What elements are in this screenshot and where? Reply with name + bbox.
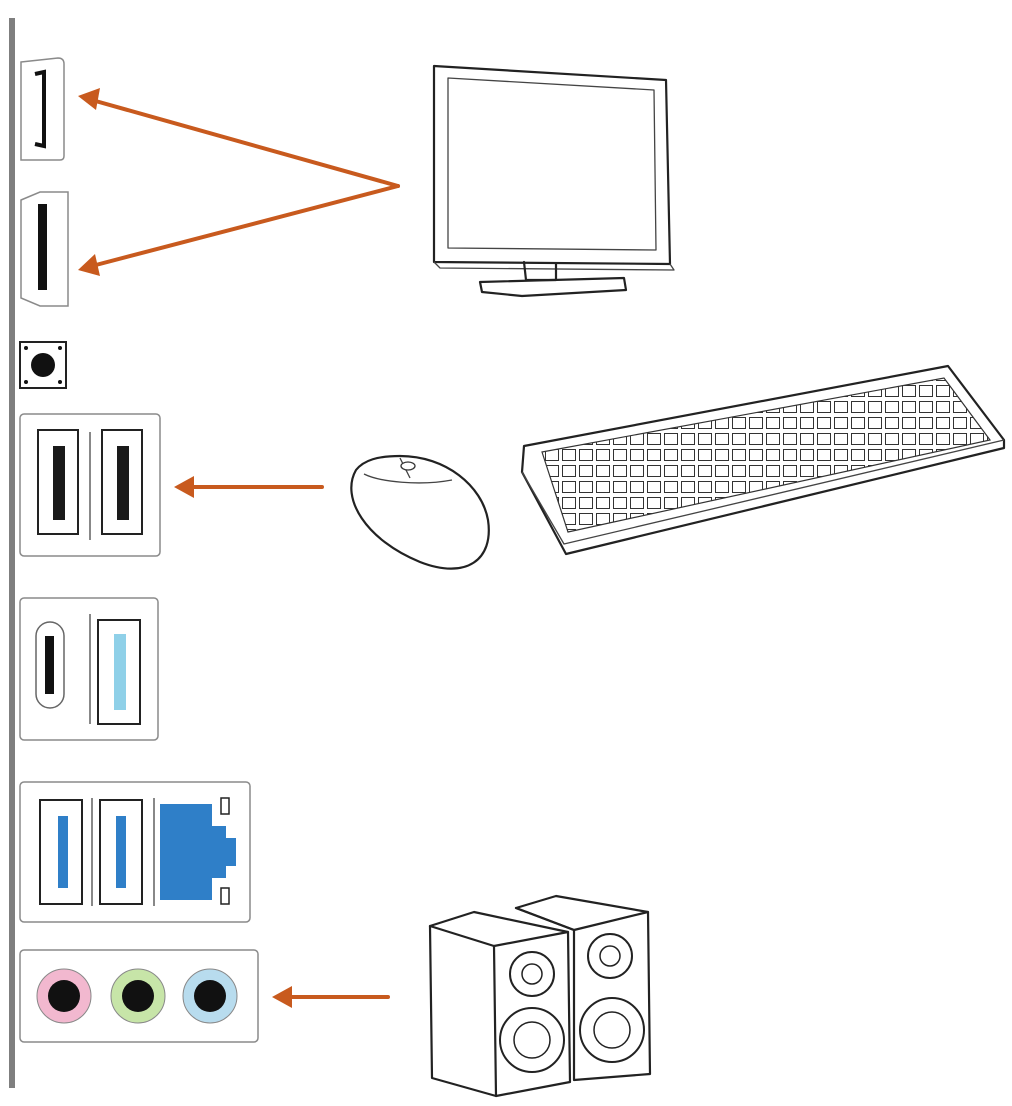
hdmi-port	[20, 57, 65, 161]
monitor-icon	[432, 64, 675, 298]
usb-a-icon	[37, 429, 79, 535]
audio-jacks	[19, 949, 259, 1043]
speaker-icon	[428, 894, 652, 1098]
displayport-icon	[38, 204, 47, 290]
mouse-icon	[350, 454, 490, 570]
hdmi-icon	[34, 69, 46, 149]
ethernet-icon	[160, 804, 236, 900]
displayport-port	[20, 191, 69, 307]
arrow-monitor-displayport	[90, 184, 400, 268]
keyboard-icon	[520, 364, 1006, 556]
usb3-and-lan-ports	[19, 781, 251, 923]
connection-arrows	[78, 88, 400, 1008]
usb-c-and-usb3-ports	[19, 597, 159, 741]
clear-cmos-button	[19, 341, 67, 389]
button-icon	[31, 353, 55, 377]
usb2-ports	[19, 413, 161, 557]
arrow-monitor-hdmi	[90, 98, 400, 188]
backplate-rail	[9, 18, 15, 1088]
